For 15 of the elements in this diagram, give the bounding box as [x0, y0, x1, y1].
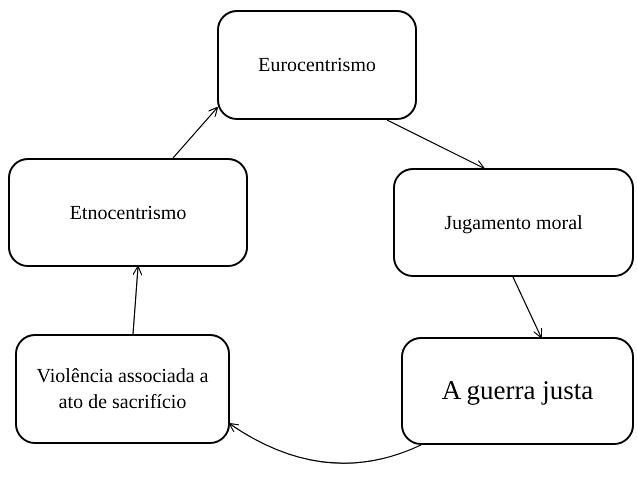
process-box: [393, 168, 634, 277]
process-box: [217, 10, 417, 120]
node-label: Violência associada a ato de sacrifício: [35, 364, 210, 415]
arrow: [132, 266, 142, 334]
node-label: Jugamento moral: [444, 210, 583, 236]
arrow: [228, 422, 422, 464]
node-label: Etnocentrismo: [70, 200, 186, 226]
node-label: A guerra justa: [442, 374, 594, 408]
arrow: [512, 276, 542, 338]
process-box: [401, 337, 634, 445]
node-label: Eurocentrismo: [258, 53, 376, 78]
process-box: [15, 334, 230, 444]
process-box: [8, 158, 248, 267]
arrow: [386, 119, 485, 169]
arrow: [172, 106, 218, 158]
